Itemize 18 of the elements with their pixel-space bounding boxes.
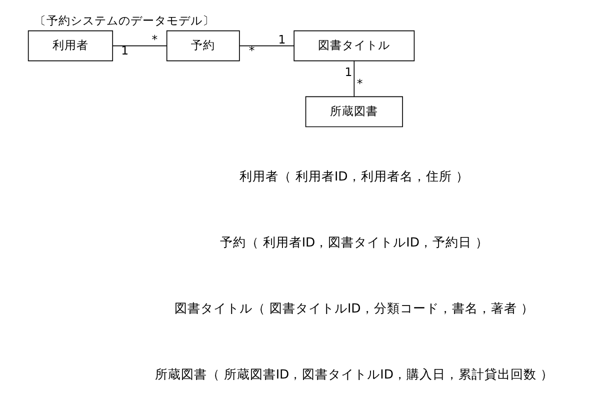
- label: *: [151, 32, 158, 46]
- connector: [112, 45, 167, 46]
- node-box: 所蔵図書: [304, 96, 402, 128]
- label: 1: [278, 32, 286, 46]
- label: 所蔵図書（ 所蔵図書ID，図書タイトルID，購入日，累計貸出回数 ）: [154, 366, 553, 382]
- label: 図書タイトル（ 図書タイトルID，分類コード，書名，著者 ）: [174, 300, 534, 316]
- diagram-title: 〔予約システムのデータモデル〕: [34, 13, 214, 28]
- label: 利用者（ 利用者ID，利用者名，住所 ）: [239, 168, 468, 184]
- node-box: 図書タイトル: [293, 30, 414, 62]
- label: *: [356, 76, 362, 91]
- label: 1: [120, 44, 128, 58]
- connector: [353, 60, 354, 98]
- label: 予約（ 利用者ID，図書タイトルID，予約日 ）: [219, 234, 488, 250]
- node-box: 利用者: [27, 30, 113, 62]
- connector: [238, 45, 294, 46]
- node-box: 予約: [166, 30, 240, 62]
- label: 1: [344, 65, 352, 80]
- label: *: [248, 44, 254, 58]
